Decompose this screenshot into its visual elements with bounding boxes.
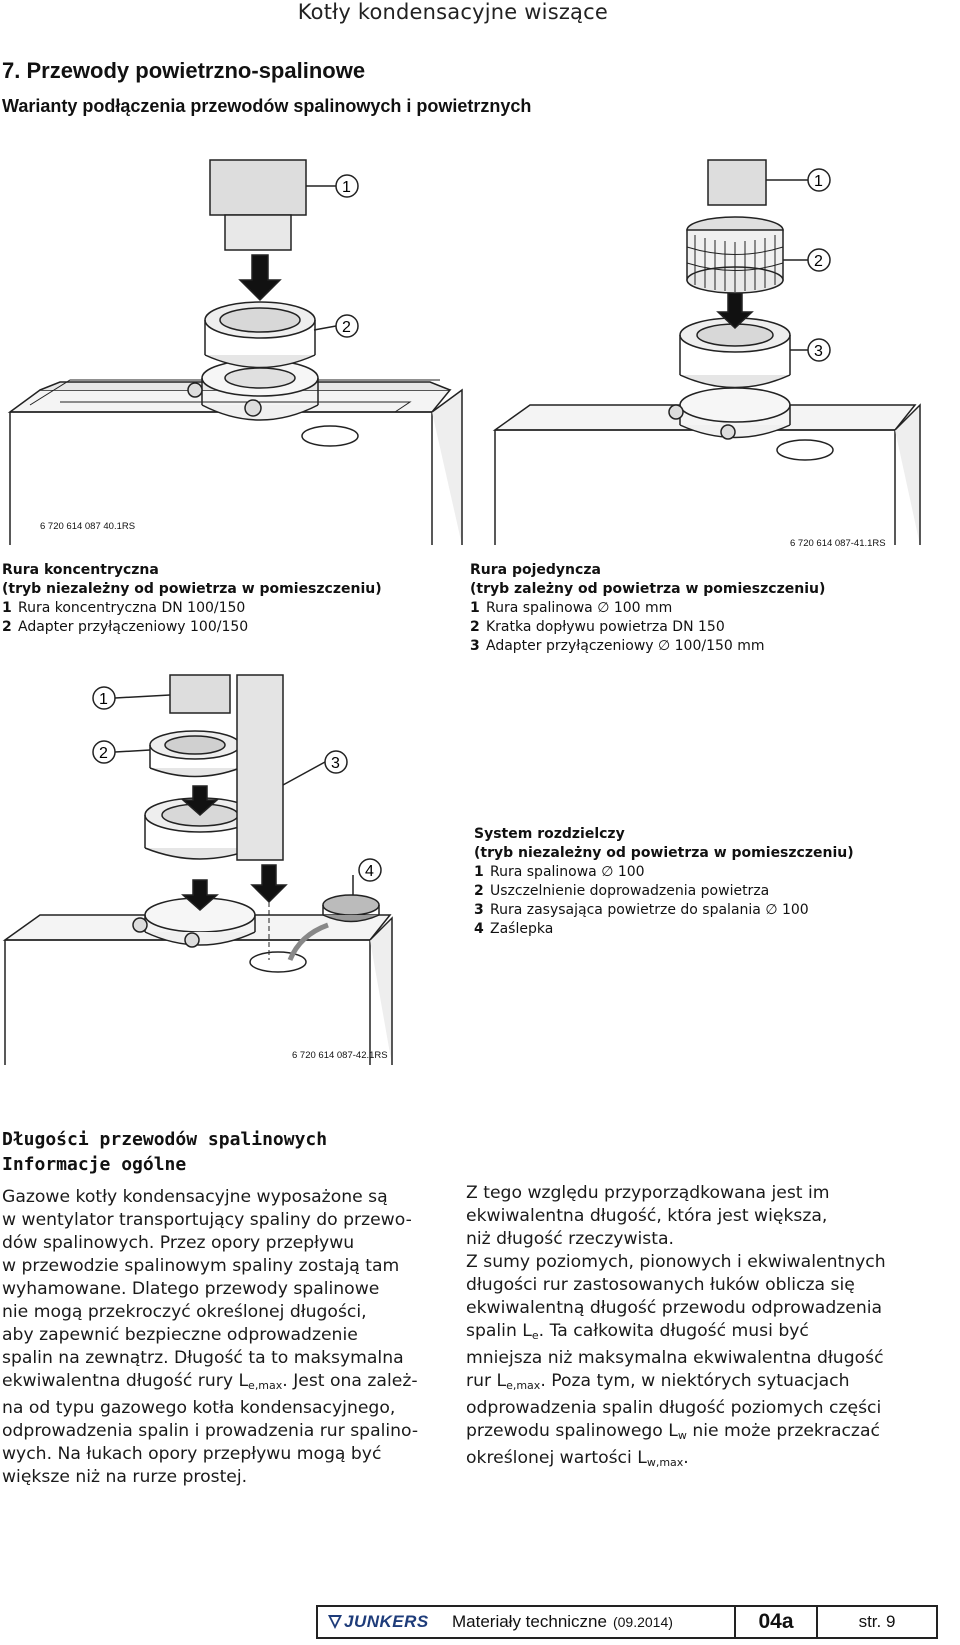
caption-subtitle: (tryb zależny od powietrza w pomieszczen…	[470, 581, 826, 597]
lengths-subheading: Informacje ogólne	[2, 1154, 187, 1175]
document-date: (09.2014)	[612, 1614, 673, 1630]
caption-subtitle: (tryb niezależny od powietrza w pomieszc…	[474, 845, 854, 861]
brand-logo: JUNKERS	[318, 1607, 444, 1637]
caption-figure-1: Rura koncentryczna (tryb niezależny od p…	[2, 561, 382, 637]
caption-title: Rura pojedyncza	[470, 562, 601, 578]
caption-title: System rozdzielczy	[474, 826, 625, 842]
callout-4: 4	[365, 863, 374, 880]
callout-1: 1	[814, 173, 823, 190]
figure-concentric-pipe: 1 2	[7, 159, 463, 545]
document-type: Materiały techniczne(09.2014)	[452, 1612, 673, 1631]
lengths-right-paragraph: Z tego względu przyporządkowana jest im …	[466, 1183, 886, 1469]
brand-name: JUNKERS	[344, 1612, 429, 1631]
callout-2: 2	[814, 253, 823, 270]
figure1-callouts: 1 2	[335, 174, 359, 338]
caption-figure-2: Rura pojedyncza (tryb zależny od powietr…	[470, 561, 825, 656]
caption-figure-3: System rozdzielczy (tryb niezależny od p…	[474, 825, 854, 939]
callout-1: 1	[342, 179, 351, 196]
figure-split-system: 1 2 3 4	[2, 674, 393, 1065]
section-title: 7. Przewody powietrzno-spalinowe	[2, 58, 366, 83]
lengths-heading: Długości przewodów spalinowych	[2, 1129, 328, 1150]
figure-code: 6 720 614 087 40.1RS	[40, 521, 136, 532]
edition-number: 04a	[734, 1607, 818, 1637]
figure-single-pipe: 1 2 3	[492, 159, 921, 545]
page-header-title: Kotły kondensacyjne wiszące	[297, 0, 608, 24]
section-subtitle: Warianty podłączenia przewodów spalinowy…	[2, 96, 532, 116]
callout-2: 2	[99, 745, 108, 762]
caption-subtitle: (tryb niezależny od powietrza w pomieszc…	[2, 581, 382, 597]
figure-code: 6 720 614 087-41.1RS	[790, 538, 886, 549]
callout-2: 2	[342, 319, 351, 336]
callout-3: 3	[331, 755, 340, 772]
caption-title: Rura koncentryczna	[2, 562, 159, 578]
page-number: str. 9	[858, 1612, 896, 1631]
page-footer: JUNKERS Materiały techniczne(09.2014) 04…	[316, 1605, 938, 1639]
junkers-logo-icon	[328, 1615, 342, 1629]
callout-3: 3	[814, 343, 823, 360]
callout-1: 1	[99, 691, 108, 708]
lengths-left-paragraph: Gazowe kotły kondensacyjne wyposażone są…	[2, 1187, 419, 1487]
figure-code: 6 720 614 087-42.1RS	[292, 1050, 388, 1061]
